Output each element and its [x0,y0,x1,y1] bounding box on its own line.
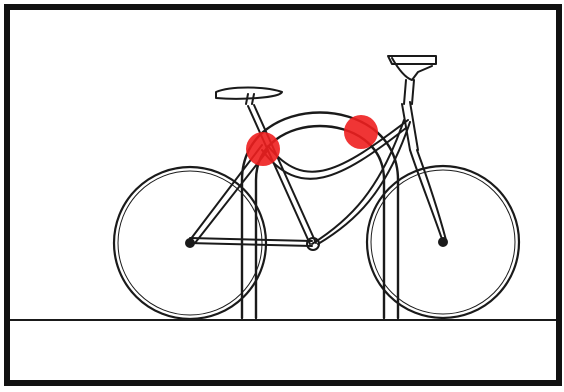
contact-point-front [344,115,378,149]
bike-frame [186,56,447,250]
contact-points [246,115,378,166]
frame-border [7,7,559,383]
contact-point-rear [246,132,280,166]
